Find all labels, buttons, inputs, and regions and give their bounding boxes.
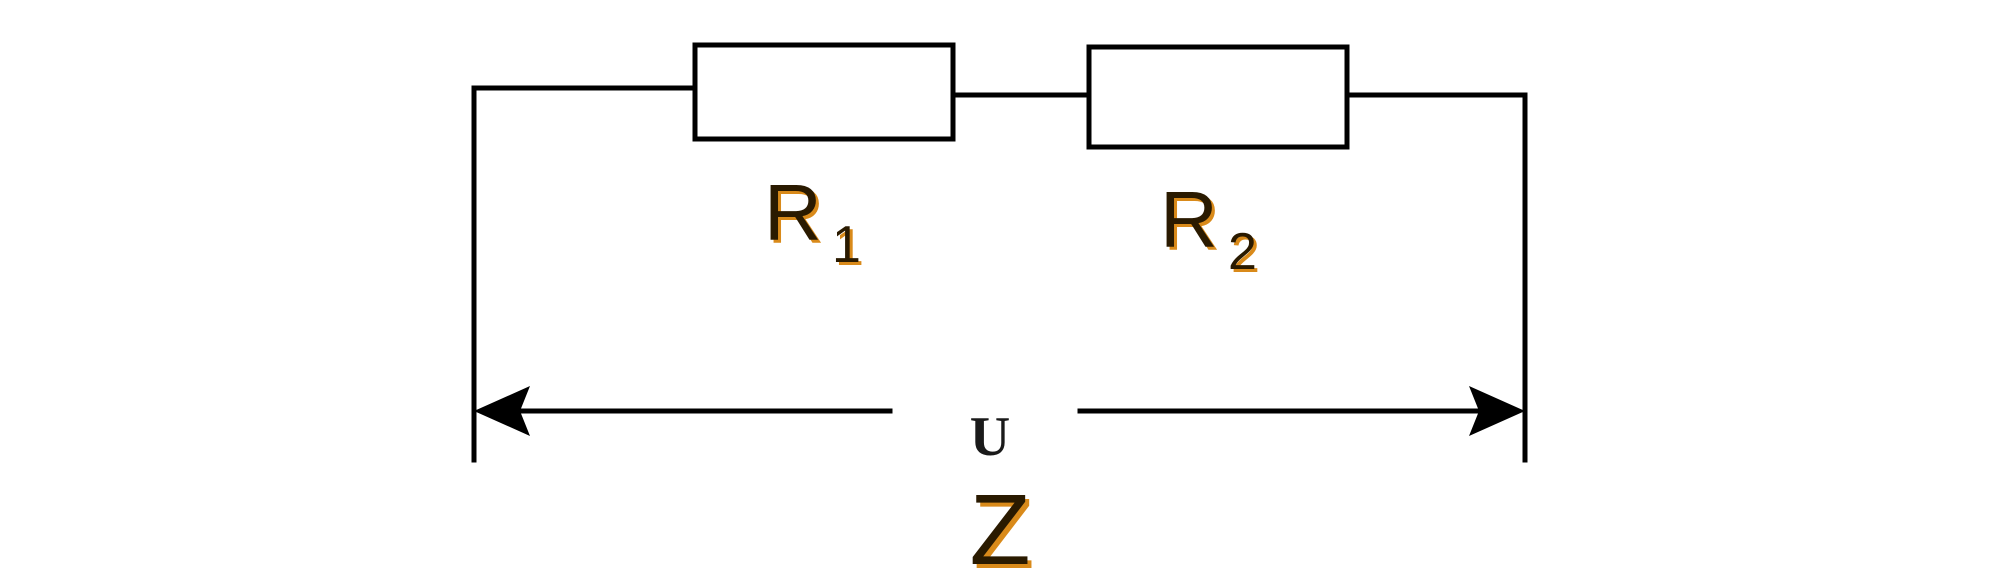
svg-text:R: R (767, 171, 825, 260)
svg-text:2: 2 (1231, 226, 1260, 284)
svg-text:1: 1 (832, 216, 861, 274)
resistor-r1-label: R R 1 1 (764, 168, 864, 277)
arrowhead-right-icon (1469, 386, 1525, 436)
impedance-label: Z Z (969, 474, 1034, 587)
svg-text:R: R (764, 168, 822, 257)
svg-text:Z: Z (969, 474, 1030, 586)
wire-left (471, 85, 698, 463)
resistor-r1 (692, 42, 956, 142)
svg-text:1: 1 (835, 219, 864, 277)
svg-text:R: R (1163, 178, 1221, 267)
resistor-r2-label: R R 2 2 (1160, 175, 1260, 284)
svg-text:Z: Z (973, 478, 1034, 587)
resistor-r2 (1086, 44, 1350, 150)
voltage-label: U (970, 406, 1010, 468)
svg-text:2: 2 (1228, 223, 1257, 281)
arrowhead-left-icon (474, 386, 530, 436)
svg-text:R: R (1160, 175, 1218, 264)
wire-right (1344, 92, 1528, 463)
